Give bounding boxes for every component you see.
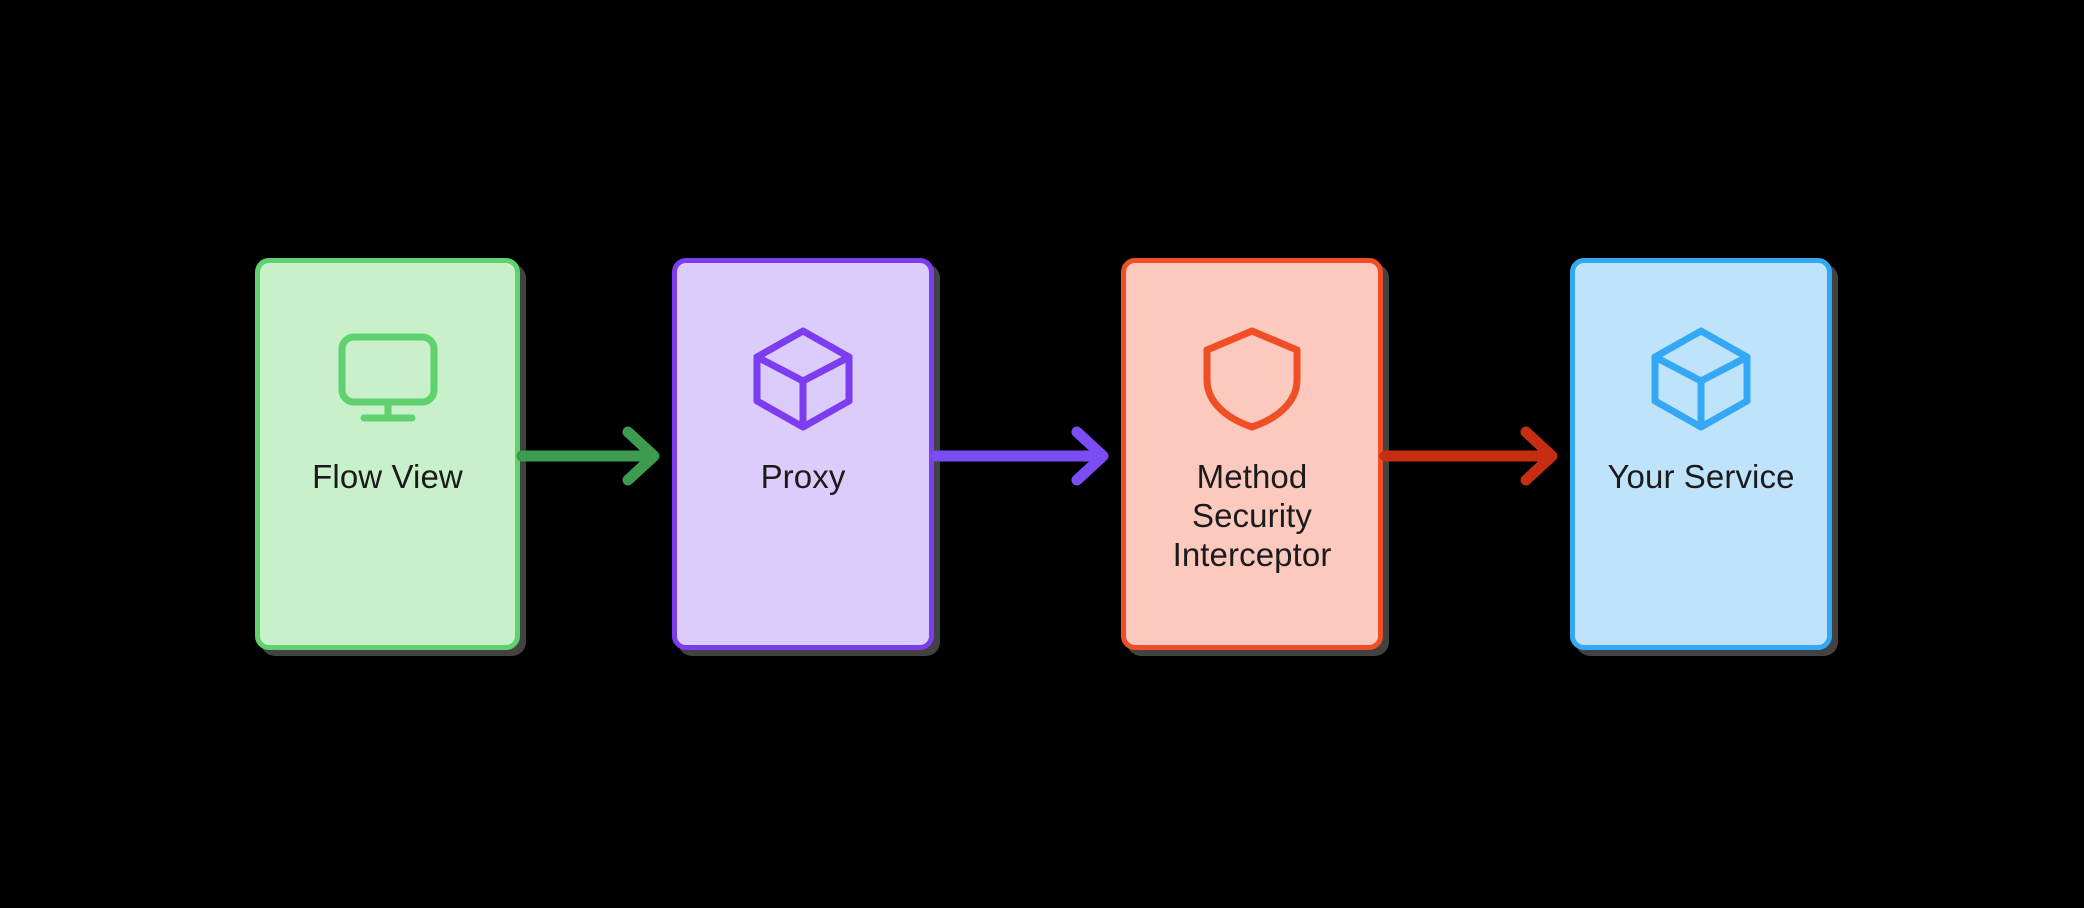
node-label-flow-view: Flow View	[312, 458, 463, 495]
node-label-proxy: Proxy	[760, 458, 846, 495]
shield-icon	[1192, 317, 1312, 437]
node-your-service[interactable]: Your Service	[1570, 258, 1832, 650]
cube-icon	[743, 317, 863, 437]
cube-icon	[1641, 317, 1761, 437]
monitor-icon	[328, 317, 448, 437]
connector-method-security-interceptor-to-your-service	[1379, 426, 1570, 486]
connector-flow-view-to-proxy	[516, 426, 672, 486]
node-method-security-interceptor[interactable]: Method Security Interceptor	[1121, 258, 1383, 650]
node-label-method-security-interceptor: Method Security Interceptor	[1172, 458, 1332, 573]
node-flow-view[interactable]: Flow View	[255, 258, 520, 650]
node-label-your-service: Your Service	[1607, 458, 1795, 495]
connector-proxy-to-method-security-interceptor	[930, 426, 1121, 486]
node-proxy[interactable]: Proxy	[672, 258, 934, 650]
